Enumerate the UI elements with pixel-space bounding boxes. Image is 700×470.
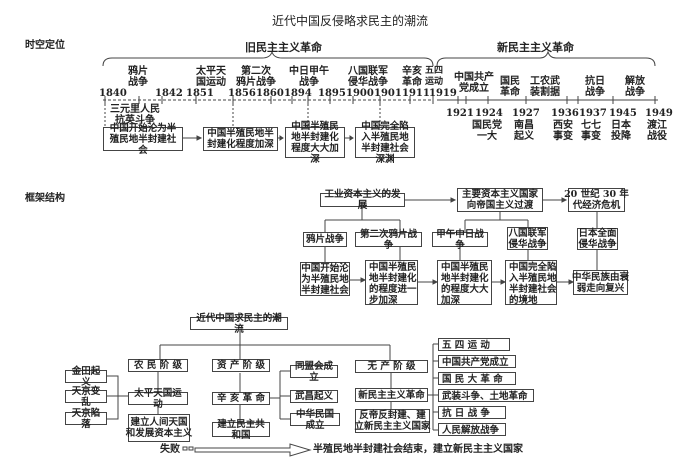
war-box: 日本全面 侵华战争	[577, 228, 618, 250]
war-box: 八国联军 侵华战争	[507, 227, 548, 250]
failure-label: 失败	[160, 444, 180, 455]
year-label: 1860	[256, 88, 284, 99]
section-label-timeline: 时空定位	[25, 40, 65, 51]
event-box: 人民解放战争	[438, 423, 506, 436]
war-box: 鸦片战争	[303, 232, 347, 247]
stage-arrows	[183, 135, 354, 141]
note-label: 西安 事变	[553, 120, 573, 142]
old-revolution-label: 旧民主主义革命	[245, 41, 322, 54]
year-label: 1894	[284, 88, 312, 99]
timeline-ticks	[104, 96, 656, 104]
note-label: 七七 事变	[581, 120, 601, 142]
goal-box: 建立人间天国 和发展资本主义	[126, 414, 192, 442]
note-label: 渡江 战役	[647, 120, 667, 142]
movement-box: 新民主主义革命	[355, 388, 428, 402]
new-revolution-label: 新民主主义革命	[497, 41, 574, 54]
event-box: 武装斗争、土地革命	[438, 389, 534, 402]
event-box: 中华民国成立	[290, 409, 340, 431]
event-cpc-founded: 中国共产 党成立	[454, 72, 494, 94]
event-second-opium-war: 第二次 鸦片战争	[236, 66, 276, 88]
event-box: 抗 日 战 争	[438, 406, 506, 419]
event-box: 中国共产党成立	[438, 355, 516, 368]
class-box-proletariat: 无 产 阶 级	[355, 360, 428, 373]
year-label: 1924	[475, 108, 503, 119]
old-revolution-brace	[102, 50, 434, 67]
event-box: 天京变乱	[65, 386, 107, 408]
year-label: 1949	[645, 108, 673, 119]
war-box: 甲午中日战争	[432, 229, 488, 251]
event-may-fourth: 五四 运动	[425, 66, 444, 87]
event-sanyuanli: 三元里人民 抗英斗争	[110, 104, 160, 126]
event-national-revolution: 国民 革命	[500, 76, 520, 98]
movement-box: 太平天国运动	[128, 388, 188, 410]
page-title: 近代中国反侵略求民主的潮流	[272, 14, 429, 28]
year-label: 1927	[512, 108, 540, 119]
year-label: 1921	[446, 108, 474, 119]
event-boxer: 八国联军 侵华战争	[348, 66, 388, 88]
event-armed-separatism: 工农武 装割据	[530, 76, 560, 98]
year-label: 1856	[228, 88, 256, 99]
result-arrow	[194, 443, 312, 457]
result-box: 中华民族由衰 弱走向复兴	[572, 270, 630, 295]
result-box: 中国半殖民 地半封建化 的程度大大 加深	[437, 260, 492, 306]
note-label: 南昌 起义	[514, 120, 534, 142]
year-label: 1936	[551, 108, 579, 119]
event-box: 五 四 运 动	[438, 338, 510, 351]
event-opium-war: 鸦片 战争	[128, 66, 148, 88]
result-box: 中国半殖民 地半封建化 的程度进一 步加深	[365, 260, 418, 306]
goal-box: 建立民主共和国	[212, 419, 270, 441]
event-liberation-war: 解放 战争	[625, 76, 645, 98]
event-box: 金田起义	[65, 366, 107, 388]
event-box: 天京陷落	[65, 408, 107, 430]
event-box: 同盟会成立	[290, 361, 338, 383]
event-sino-japanese-war-2: 战争	[299, 77, 319, 88]
year-label: 1901	[374, 88, 402, 99]
year-label: 1911	[402, 88, 430, 99]
framework-box: 20 世纪 30 年 代经济危机	[564, 188, 629, 212]
year-label: 1919	[429, 88, 457, 99]
year-label: 1900	[346, 88, 374, 99]
framework-box: 工业资本主义的发展	[320, 189, 405, 211]
stage-box: 中国开始沦为半殖民地半封建社会	[103, 123, 183, 156]
framework-box: 主要资本主义国家 向帝国主义过渡	[457, 188, 543, 212]
result-box: 中国完全陷 入半殖民地 半封建社会 的境地	[505, 260, 557, 306]
event-taiping: 太平天 国运动	[196, 66, 226, 88]
class-box-peasant: 农 民 阶 级	[128, 359, 188, 372]
conclusion-label: 半殖民地半封建社会结束，建立新民主主义国家	[313, 444, 523, 455]
year-label: 1840	[99, 88, 127, 99]
goal-box: 反帝反封建、建 立新民主主义国家	[354, 409, 431, 433]
year-label: 1937	[579, 108, 607, 119]
event-sino-japanese-war: 中日甲午	[289, 66, 329, 77]
event-anti-japanese-war: 抗日 战争	[585, 76, 605, 98]
event-xinhai: 辛亥 革命	[402, 66, 422, 88]
stage-box: 中国半殖民地半封建化程度大大加深	[285, 121, 345, 165]
year-label: 1842	[155, 88, 183, 99]
section-label-framework: 框架结构	[25, 193, 65, 204]
new-revolution-brace	[436, 50, 656, 67]
event-box: 国 民 大 革 命	[438, 372, 516, 385]
class-box-bourgeois: 资 产 阶 级	[212, 359, 270, 372]
year-label: 1851	[186, 88, 214, 99]
movement-box: 辛 亥 革 命	[212, 392, 270, 405]
stage-box: 中国半殖民地半封建化程度加深	[203, 127, 278, 151]
year-label: 1945	[609, 108, 637, 119]
event-box: 武昌起义	[290, 390, 338, 403]
result-box: 中国开始沦 为半殖民地 半封建社会	[300, 262, 350, 296]
note-label: 日本 投降	[611, 120, 631, 142]
root-box: 近代中国求民主的潮流	[190, 313, 288, 335]
year-label: 1895	[318, 88, 346, 99]
note-label: 国民党 一大	[472, 120, 502, 142]
war-box: 第二次鸦片战争	[355, 229, 422, 251]
stage-box: 中国完全陷入半殖民地半封建社会深渊	[355, 121, 415, 165]
